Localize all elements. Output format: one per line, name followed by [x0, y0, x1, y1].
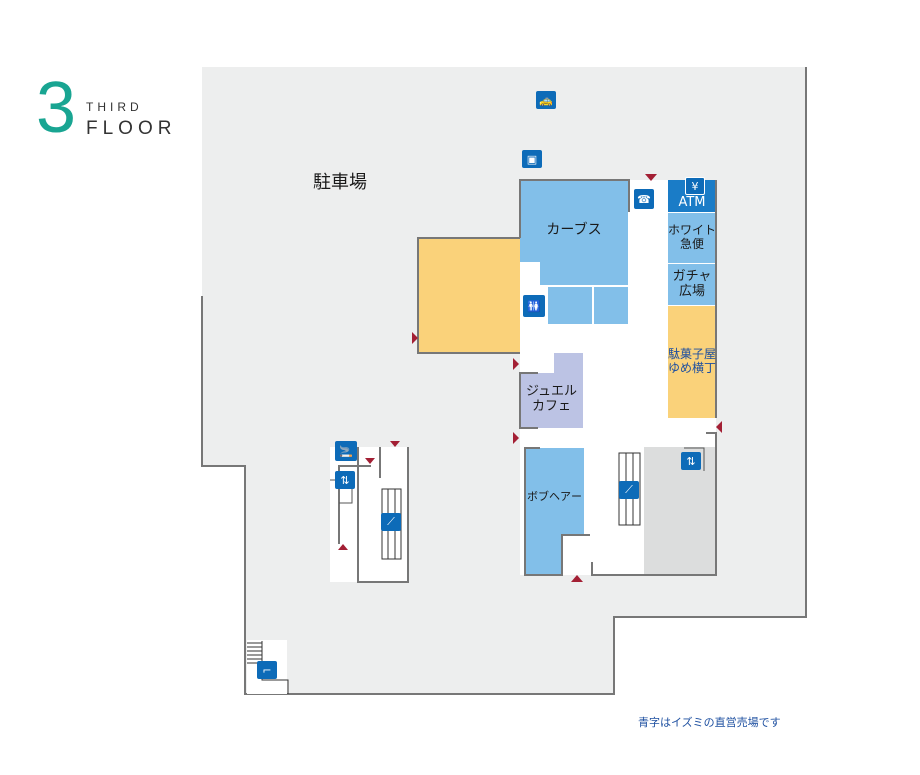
parking-label: 駐車場: [313, 171, 367, 193]
label-line: ジュエル: [525, 384, 578, 400]
camera-photo-booth-icon: ▣: [522, 150, 542, 168]
shop-orange-west: [418, 238, 520, 353]
elevator-icon: ⇅: [681, 452, 701, 470]
stairs: [247, 641, 289, 694]
label-line: ガチャ: [672, 268, 712, 284]
store-gacha[interactable]: ガチャ広場: [668, 264, 716, 305]
store-white-kyubin[interactable]: ホワイト急便: [668, 215, 716, 261]
backyard-area: [644, 447, 716, 575]
stairs-icon: ⌐: [257, 661, 277, 679]
elevator-icon: ⇅: [335, 471, 355, 489]
label-line: ゆめ横丁: [668, 361, 717, 375]
shop-dagashi: [668, 306, 716, 418]
label-line: ホワイト: [668, 223, 717, 238]
label-line: 急便: [679, 237, 704, 251]
shop-carbs-room1: [548, 287, 592, 324]
floor-number: 3: [36, 68, 77, 148]
floor-word-floor: FLOOR: [86, 118, 177, 139]
entrance-markers: [338, 174, 722, 582]
label-line: 広場: [678, 283, 705, 299]
restroom-icon: 🚻: [523, 295, 545, 317]
shop-gacha: [668, 264, 716, 305]
shop-carbs-room2: [594, 287, 628, 324]
shop-carbs: [520, 180, 628, 285]
store-carbs[interactable]: カーブス: [546, 221, 602, 238]
escalator-icon: ⟋: [381, 513, 401, 531]
label-line: 駄菓子屋: [668, 347, 717, 362]
floor-word-third: THIRD: [86, 100, 143, 114]
smoking-area-icon: 🚬: [335, 441, 357, 461]
store-bob-hair[interactable]: ボブヘアー: [527, 489, 582, 503]
escalator-icon: ⟋: [619, 481, 639, 499]
legend-note: 青字はイズミの直営売場です: [638, 716, 781, 729]
shop-jewel-cafe: [520, 353, 583, 428]
outer-wall: [201, 67, 807, 695]
shop-bob-hair: [525, 448, 584, 575]
atm-icon: ¥: [685, 177, 705, 195]
store-jewel-cafe[interactable]: ジュエルカフェ: [520, 375, 583, 425]
taxi-icon: 🚕: [536, 91, 556, 109]
label-line: カフェ: [531, 399, 571, 414]
phone-icon: ☎: [634, 189, 654, 209]
shop-white-kyubin: [668, 213, 716, 263]
store-atm[interactable]: ATM: [678, 194, 706, 210]
store-dagashi[interactable]: 駄菓子屋ゆめ横丁: [668, 306, 716, 418]
